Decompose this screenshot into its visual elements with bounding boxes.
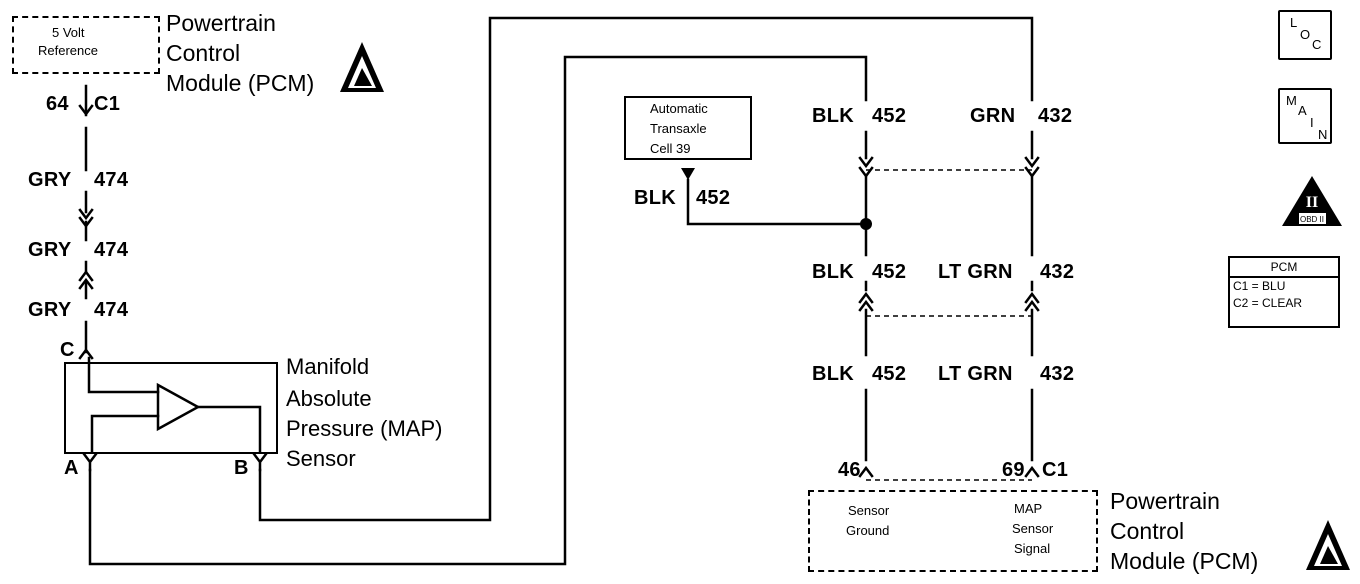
main-letter: A	[1298, 103, 1307, 118]
loc-letter: L	[1290, 15, 1298, 30]
main-letter: M	[1286, 93, 1297, 108]
pcm-bottom-pin-ground: 46	[838, 459, 861, 481]
terminal-c-label: C	[60, 339, 75, 361]
pcm-top-title-line1: Powertrain	[166, 10, 276, 36]
connector-arrow	[858, 156, 874, 179]
pcm-bottom-pin-signal: 69	[1002, 459, 1025, 481]
location-icon[interactable]: L O C	[1278, 10, 1332, 60]
wire-color: GRY	[28, 169, 72, 191]
transaxle-wire-circuit: 452	[696, 187, 731, 209]
wire-circuit: 452	[872, 105, 907, 127]
sensor-ground-line1: Sensor	[848, 503, 890, 518]
map-sensor-box	[64, 362, 278, 454]
map-sensor-title-line4: Sensor	[286, 446, 356, 471]
obd-ii-icon: II OBD II	[1282, 176, 1342, 226]
map-signal-line1: MAP	[1014, 501, 1043, 516]
legend-row: C1 = BLU	[1233, 279, 1286, 293]
wire-color: LT GRN	[938, 363, 1013, 385]
transaxle-arrow	[681, 168, 695, 180]
pcm-bottom-box	[808, 490, 1098, 572]
connector-arrow	[1024, 291, 1040, 312]
pcm-bottom-title-line2: Control	[1110, 518, 1185, 544]
pcm-top-title-line2: Control	[166, 40, 241, 66]
splice-dot	[860, 218, 872, 230]
wire-circuit: 474	[94, 239, 129, 261]
esd-hazard-icon	[1306, 520, 1350, 570]
wire-432-route	[258, 16, 1034, 522]
connector-arrow	[78, 347, 94, 360]
wire-circuit: 452	[872, 363, 907, 385]
loc-letter: O	[1300, 27, 1311, 42]
connector-arrow	[858, 465, 874, 478]
terminal-b-arrow	[252, 452, 268, 472]
connector-arrow	[78, 104, 94, 117]
transaxle-line1: Automatic	[650, 101, 708, 116]
wire-color: BLK	[812, 261, 855, 283]
terminal-b-label: B	[234, 457, 249, 479]
wire-circuit: 432	[1038, 105, 1073, 127]
pcm-top-reference-box	[12, 16, 160, 74]
pcm-bottom-connector: C1	[1042, 459, 1069, 481]
transaxle-line3: Cell 39	[650, 141, 691, 156]
main-menu-icon[interactable]: M A I N	[1278, 88, 1332, 144]
pcm-bottom-title-line1: Powertrain	[1110, 488, 1220, 514]
map-sensor-title-line1: Manifold	[286, 354, 370, 379]
transaxle-wire-color: BLK	[634, 187, 677, 209]
ref-label-line1: 5 Volt	[52, 25, 85, 40]
connector-arrow	[78, 208, 94, 229]
loc-letter: C	[1312, 37, 1322, 52]
wire-color: LT GRN	[938, 261, 1013, 283]
map-signal-line2: Sensor	[1012, 521, 1054, 536]
map-sensor-title-line2: Absolute	[286, 386, 372, 411]
wire-circuit: 432	[1040, 261, 1075, 283]
connector-arrow	[1024, 465, 1040, 478]
terminal-a-arrow	[82, 452, 98, 472]
wire-color: GRN	[970, 105, 1016, 127]
wire-color: BLK	[812, 105, 855, 127]
map-signal-line3: Signal	[1014, 541, 1051, 556]
wire-circuit: 432	[1040, 363, 1075, 385]
wire-color: GRY	[28, 299, 72, 321]
wire-circuit: 474	[94, 169, 129, 191]
pcm-top-title-line3: Module (PCM)	[166, 70, 315, 96]
amplifier-triangle	[156, 382, 201, 432]
wire-color: BLK	[812, 363, 855, 385]
esd-hazard-icon	[340, 42, 384, 92]
pcm-top-pin: 64	[46, 93, 69, 115]
pcm-bottom-title-line3: Module (PCM)	[1110, 548, 1259, 574]
wire-color: GRY	[28, 239, 72, 261]
transaxle-box	[624, 96, 752, 160]
terminal-a-label: A	[64, 457, 79, 479]
sensor-ground-line2: Ground	[846, 523, 890, 538]
legend-row: C2 = CLEAR	[1233, 296, 1303, 310]
wire-452-splice	[686, 178, 868, 226]
main-letter: N	[1318, 127, 1328, 142]
connector-arrow	[858, 291, 874, 312]
pcm-top-connector: C1	[94, 93, 121, 115]
transaxle-line2: Transaxle	[650, 121, 707, 136]
wire-circuit: 452	[872, 261, 907, 283]
connector-arrow	[1024, 156, 1040, 179]
legend-header: PCM	[1230, 258, 1338, 278]
ref-label-line2: Reference	[38, 43, 98, 58]
main-letter: I	[1310, 115, 1314, 130]
wire-452-route	[88, 55, 868, 566]
pcm-connector-legend: PCM C1 = BLU C2 = CLEAR	[1228, 256, 1340, 328]
map-sensor-title-line3: Pressure (MAP)	[286, 416, 443, 441]
connector-arrow	[78, 269, 94, 290]
svg-text:II: II	[1306, 194, 1318, 211]
map-sensor-circuit	[87, 356, 262, 454]
svg-text:OBD II: OBD II	[1300, 215, 1324, 224]
wire-circuit: 474	[94, 299, 129, 321]
